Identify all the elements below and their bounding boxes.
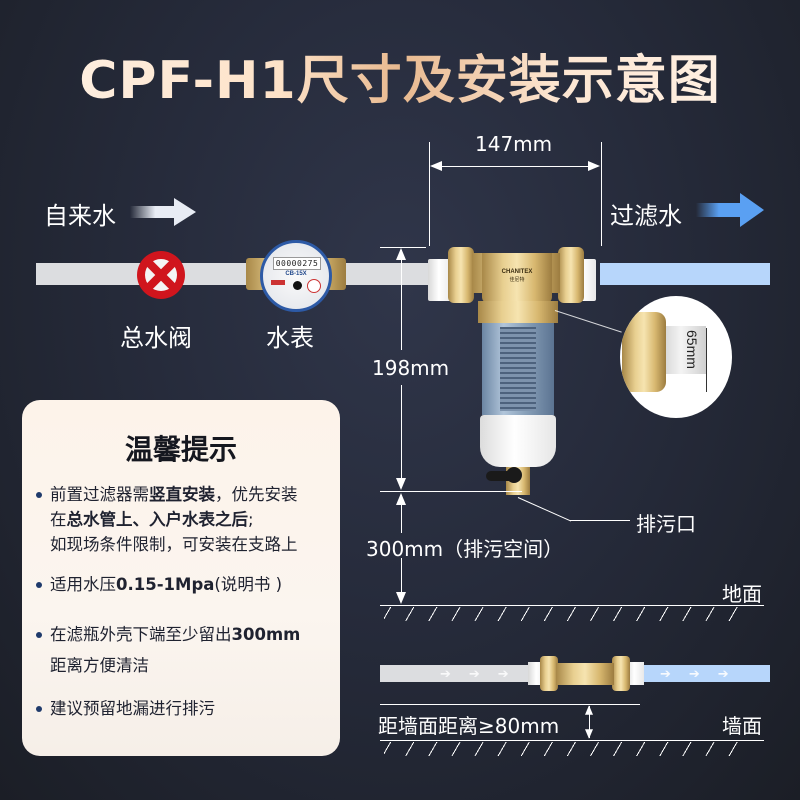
floor-hatch — [384, 607, 740, 621]
bullet-icon — [36, 492, 42, 498]
wall-inlet-pipe — [380, 665, 534, 682]
meter-model: CB-15X — [285, 271, 307, 277]
drain-leader — [570, 520, 630, 521]
height-dimension: 198mm — [372, 356, 450, 380]
meter-reading: 00000275 — [273, 257, 321, 270]
flow-arrows-gray-icon: ➔➔➔ — [440, 666, 527, 681]
wall-filter-body — [556, 663, 614, 685]
page-title: CPF-H1尺寸及安装示意图 — [0, 38, 800, 113]
floor-line — [380, 605, 764, 606]
clearance-arrow-up-icon — [396, 493, 406, 505]
height-dim-line-upper — [401, 250, 402, 350]
height-arrow-down-icon — [396, 478, 406, 490]
height-ext-top — [380, 247, 426, 248]
water-meter-icon: 00000275 CB-15X — [260, 240, 332, 312]
wall-line — [380, 740, 764, 741]
drain-label: 排污口 — [636, 512, 696, 536]
tip-item-2: 适用水压0.15-1Mpa(说明书 ) — [36, 572, 282, 597]
wall-nut-right — [612, 656, 630, 691]
bullet-icon — [36, 582, 42, 588]
inlet-arrow-icon — [130, 198, 196, 226]
clearance-dim-line-upper — [401, 495, 402, 533]
height-arrow-up-icon — [396, 248, 406, 260]
height-dim-line-lower — [401, 385, 402, 485]
wall-outlet-pipe — [640, 665, 770, 682]
tips-heading: 温馨提示 — [124, 433, 237, 466]
bullet-icon — [36, 632, 42, 638]
wall-label: 墙面 — [722, 714, 762, 738]
tip-item-4: 建议预留地漏进行排污 — [36, 696, 215, 721]
water-meter-label: 水表 — [266, 324, 314, 352]
filter-brand-cn: 佳尼特 — [509, 277, 525, 283]
clearance-arrow-down-icon — [396, 592, 406, 604]
tips-card: 温馨提示 前置过滤器需竖直安装，优先安装 在总水管上、入户水表之后; 如现场条件… — [22, 400, 340, 756]
wall-nut-left — [540, 656, 558, 691]
wall-ref-line — [380, 704, 640, 705]
drain-ref-line — [380, 491, 522, 492]
width-ext-left — [429, 142, 430, 246]
connector-detail-callout — [620, 296, 732, 418]
wall-arrow-up-icon — [585, 705, 593, 715]
width-ext-right — [601, 142, 602, 246]
connector-dimension: 65mm — [684, 330, 700, 369]
tip-item-3: 在滤瓶外壳下端至少留出300mm 距离方便清洁 — [36, 622, 300, 678]
width-dim-line — [432, 166, 598, 167]
filter-unit: CHANITEX 佳尼特 — [420, 245, 620, 505]
inlet-label: 自来水 — [44, 202, 116, 230]
outlet-arrow-icon — [696, 193, 764, 227]
flow-arrows-blue-icon: ➔➔➔ — [660, 666, 747, 681]
width-dimension: 147mm — [475, 132, 553, 156]
width-arrow-left-icon — [430, 161, 442, 171]
width-arrow-right-icon — [588, 161, 600, 171]
clearance-dim-line-lower — [401, 558, 402, 600]
outlet-pipe — [600, 263, 770, 285]
wall-connector-right — [626, 662, 644, 685]
tip-item-1: 前置过滤器需竖直安装，优先安装 在总水管上、入户水表之后; 如现场条件限制，可安… — [36, 482, 298, 557]
wall-distance-dimension: 距墙面距离≥80mm — [378, 714, 560, 738]
main-valve-icon — [136, 250, 186, 300]
wall-arrow-down-icon — [585, 729, 593, 739]
floor-label: 地面 — [722, 582, 762, 606]
clearance-dimension: 300mm（排污空间） — [366, 537, 564, 561]
wall-hatch — [384, 742, 740, 756]
outlet-label: 过滤水 — [610, 202, 682, 230]
bullet-icon — [36, 706, 42, 712]
inlet-pipe — [36, 263, 440, 285]
filter-brand: CHANITEX — [501, 269, 533, 275]
main-valve-label: 总水阀 — [120, 324, 192, 352]
wall-dim-line — [589, 706, 590, 738]
